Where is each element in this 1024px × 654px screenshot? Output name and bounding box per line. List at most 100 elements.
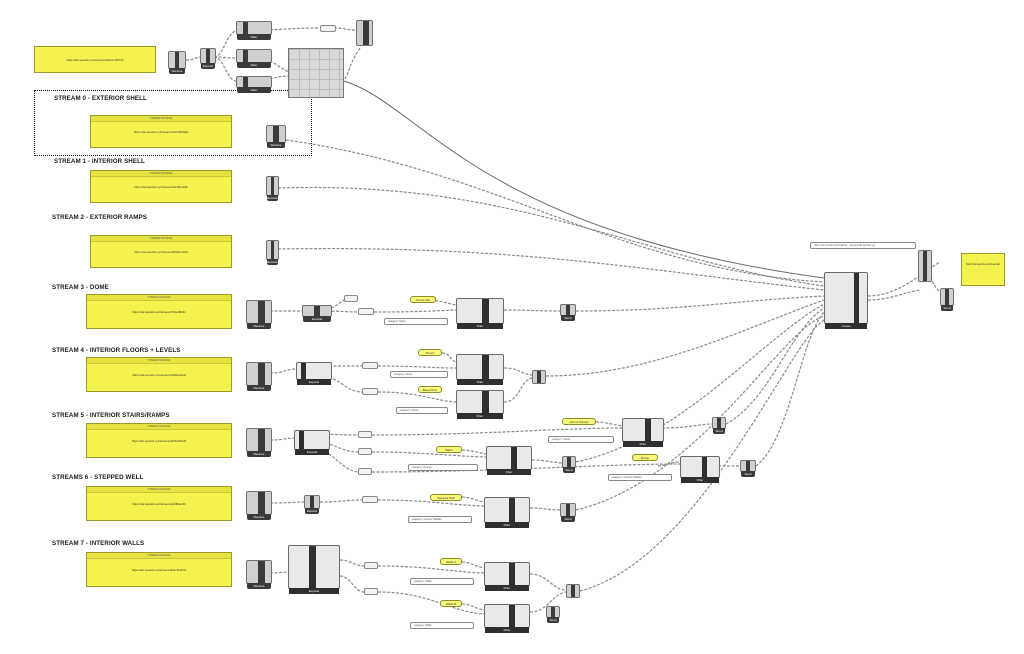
- receive-node-4[interactable]: Receive: [246, 362, 272, 391]
- relay-node-5b[interactable]: [358, 448, 372, 455]
- filter-node-5b[interactable]: Filter: [486, 446, 532, 475]
- tag-walls-a[interactable]: Walls-A: [440, 558, 462, 565]
- send-node-5a[interactable]: Send: [712, 417, 726, 434]
- node-label: Receive: [247, 514, 271, 520]
- relay-node-4a[interactable]: [362, 362, 378, 369]
- node-label: Filter: [681, 477, 719, 483]
- tag-ramps[interactable]: Stairs: [436, 446, 462, 453]
- send-node-7[interactable]: Send: [546, 606, 560, 623]
- receive-node-7[interactable]: Receive: [246, 560, 272, 589]
- receive-node-6[interactable]: Receive: [246, 491, 272, 520]
- send-node-6[interactable]: Send: [560, 503, 576, 522]
- filter-node-4a[interactable]: Filter: [456, 354, 504, 385]
- node-core: [301, 363, 306, 379]
- node-label: Receive: [247, 323, 271, 329]
- stream-url-panel-6[interactable]: STREAM SOURCE https://latr.speckle.xyz/s…: [86, 486, 232, 521]
- stream-url-panel-4[interactable]: STREAM SOURCE https://latr.speckle.xyz/s…: [86, 357, 232, 392]
- tag-dome[interactable]: Dome Gltf: [410, 296, 436, 303]
- panel-text: https://latr.speckle.xyz/streams/5e2f9c1…: [134, 184, 188, 189]
- category-dropdown-7b[interactable]: category: Walls: [410, 622, 474, 629]
- stream-url-panel-1[interactable]: STREAM SOURCE https://latr.speckle.xyz/s…: [90, 170, 232, 203]
- stream-url-panel-7[interactable]: STREAM SOURCE https://latr.speckle.xyz/s…: [86, 552, 232, 587]
- node-core: [243, 22, 248, 34]
- expand-node-7[interactable]: Expand: [288, 545, 340, 594]
- node-label: Filter: [485, 522, 529, 528]
- filter-node-top-b[interactable]: Filter: [236, 49, 272, 68]
- panel-text: https://latr.speckle.xyz/streams/7b3e1f9…: [132, 309, 186, 314]
- relay-node-6[interactable]: [362, 496, 378, 503]
- tag-walls-b[interactable]: Walls-B: [440, 600, 462, 607]
- filter-node-4b[interactable]: Filter: [456, 390, 504, 419]
- group-title-stream-7: STREAM 7 - INTERIOR WALLS: [52, 540, 145, 547]
- filter-node-top-a[interactable]: Filter: [236, 21, 272, 40]
- filter-node-7b[interactable]: Filter: [484, 604, 530, 633]
- create-object-node[interactable]: Create: [824, 272, 868, 329]
- node-core: [717, 418, 721, 428]
- stream-url-panel-5[interactable]: STREAM SOURCE https://latr.speckle.xyz/s…: [86, 423, 232, 458]
- stream-url-panel-top[interactable]: https://latr.speckle.xyz/streams/a6e07e3…: [34, 46, 156, 73]
- stream-url-panel-2[interactable]: STREAM SOURCE https://latr.speckle.xyz/s…: [90, 235, 232, 268]
- send-node-final[interactable]: Send: [940, 288, 954, 311]
- relay-node-5a[interactable]: [358, 431, 372, 438]
- group-title-stream-0: STREAM 0 - EXTERIOR SHELL: [54, 95, 147, 102]
- category-dropdown-4a[interactable]: category: Floors: [390, 371, 448, 378]
- relay-node-3a[interactable]: [344, 295, 358, 302]
- node-core: [922, 251, 928, 281]
- filter-node-7a[interactable]: Filter: [484, 562, 530, 591]
- expand-node-5[interactable]: Expand: [294, 430, 330, 455]
- filter-node-5a[interactable]: Filter: [622, 418, 664, 447]
- node-core: [314, 306, 320, 316]
- receive-node-0[interactable]: Receive: [266, 125, 286, 148]
- node-core: [309, 496, 315, 508]
- panel-text: https://latr.speckle.xyz/streams/8f7e/co…: [966, 263, 1000, 267]
- node-core: [537, 371, 541, 383]
- relay-node-top[interactable]: [320, 25, 336, 32]
- relay-node-4b[interactable]: [362, 388, 378, 395]
- expand-node-3[interactable]: Expand: [302, 305, 332, 322]
- receive-node-1[interactable]: Receive: [266, 176, 279, 201]
- category-dropdown-5a[interactable]: category: Stairs: [548, 436, 614, 443]
- merge-node-4[interactable]: [532, 370, 546, 384]
- receive-node-top[interactable]: Receive: [168, 51, 186, 74]
- filter-node-3[interactable]: Filter: [456, 298, 504, 329]
- tag-ramp2[interactable]: Ramp: [632, 454, 658, 461]
- stream-url-panel-0[interactable]: STREAM SOURCE https://latr.speckle.xyz/s…: [90, 115, 232, 148]
- stream-url-panel-3[interactable]: STREAM SOURCE https://latr.speckle.xyz/s…: [86, 294, 232, 329]
- category-dropdown-5b[interactable]: category: Ramps: [408, 464, 478, 471]
- expand-node-4[interactable]: Expand: [296, 362, 332, 385]
- output-panel[interactable]: https://latr.speckle.xyz/streams/8f7e/co…: [961, 253, 1005, 286]
- tag-well[interactable]: Stepped Well: [430, 494, 462, 501]
- category-dropdown-3[interactable]: category: Mass: [384, 318, 448, 325]
- expand-node-6[interactable]: Expand: [304, 495, 320, 514]
- node-core: [299, 431, 304, 449]
- top-input-field[interactable]: https://latr.speckle.xyz/streams/... acc…: [810, 242, 916, 249]
- receive-node-3[interactable]: Receive: [246, 300, 272, 329]
- send-node-5b[interactable]: Send: [562, 456, 576, 473]
- filter-node-top-c[interactable]: Filter: [236, 76, 272, 93]
- category-dropdown-6[interactable]: category: Generic Models: [408, 516, 472, 523]
- expand-node-top[interactable]: Expand: [200, 48, 216, 69]
- receive-node-5[interactable]: Receive: [246, 428, 272, 457]
- group-title-stream-4: STREAM 4 - INTERIOR FLOORS + LEVELS: [52, 347, 181, 354]
- tag-stairs[interactable]: Interior Ramps: [562, 418, 596, 425]
- relay-node-7a[interactable]: [364, 562, 378, 569]
- tag-levels[interactable]: Base Floor: [418, 386, 442, 393]
- preview-node[interactable]: [288, 48, 344, 98]
- panel-text: https://latr.speckle.xyz/streams/8f1a2c7…: [134, 249, 188, 254]
- send-node-5c[interactable]: Send: [740, 460, 756, 477]
- category-dropdown-7a[interactable]: category: Walls: [410, 578, 474, 585]
- relay-node-5c[interactable]: [358, 468, 372, 475]
- merge-node-7[interactable]: [566, 584, 580, 598]
- tag-floors[interactable]: Floors: [418, 349, 442, 356]
- send-node-3[interactable]: Send: [560, 304, 576, 321]
- filter-node-6[interactable]: Filter: [484, 497, 530, 528]
- send-node-top[interactable]: [356, 20, 373, 46]
- relay-node-3b[interactable]: [358, 308, 374, 315]
- relay-node-7b[interactable]: [364, 588, 378, 595]
- category-dropdown-4b[interactable]: category: Floors: [396, 407, 448, 414]
- speckle-send-node[interactable]: [918, 250, 932, 282]
- filter-node-5c[interactable]: Filter: [680, 456, 720, 483]
- category-dropdown-5c[interactable]: category: Generic Models: [608, 474, 672, 481]
- node-label: Expand: [289, 588, 339, 594]
- receive-node-2[interactable]: Receive: [266, 240, 279, 265]
